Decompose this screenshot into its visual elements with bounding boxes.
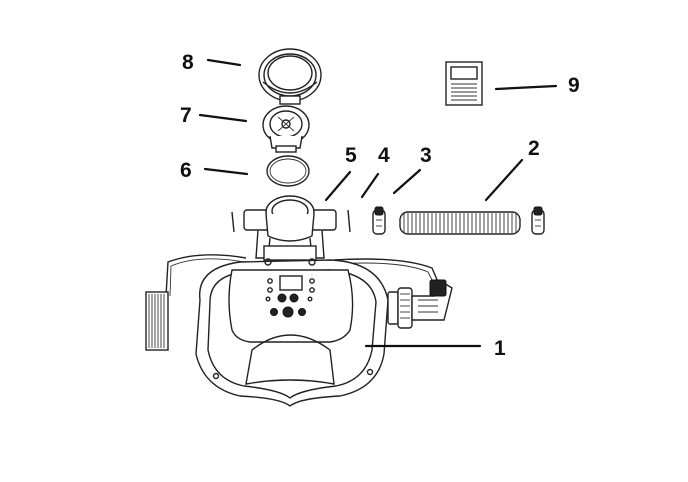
callout-numbers: 1 2 3 4 5 6 7 8 9 [180, 51, 580, 360]
power-cord-bundle [145, 291, 169, 351]
part-hose-clamp-left [372, 206, 386, 235]
leader-9 [494, 84, 558, 91]
leader-4 [360, 172, 380, 199]
part-lid-ring [258, 48, 322, 105]
leader-3 [392, 168, 422, 195]
part-pump-unit [145, 254, 453, 407]
callout-6: 6 [180, 159, 192, 182]
leader-5 [324, 170, 352, 202]
part-manual-booklet [445, 61, 483, 106]
leader-2 [484, 158, 524, 202]
callout-4: 4 [378, 144, 390, 167]
part-o-ring [266, 155, 310, 187]
leader-lines [198, 58, 558, 348]
callout-5: 5 [345, 144, 357, 167]
leader-6 [203, 167, 249, 176]
pump-outlet-fitting [387, 279, 453, 329]
callout-3: 3 [420, 144, 432, 167]
part-hose-clamp-right [531, 206, 545, 235]
part-corrugated-hose [399, 211, 521, 235]
callout-8: 8 [182, 51, 194, 74]
callout-7: 7 [180, 104, 192, 127]
part-housing-connector [231, 195, 351, 261]
part-filter-cap [262, 105, 310, 153]
callout-9: 9 [568, 74, 580, 97]
callout-2: 2 [528, 137, 540, 160]
leader-8 [206, 58, 242, 67]
callout-1: 1 [494, 337, 506, 360]
leader-7 [198, 113, 248, 123]
